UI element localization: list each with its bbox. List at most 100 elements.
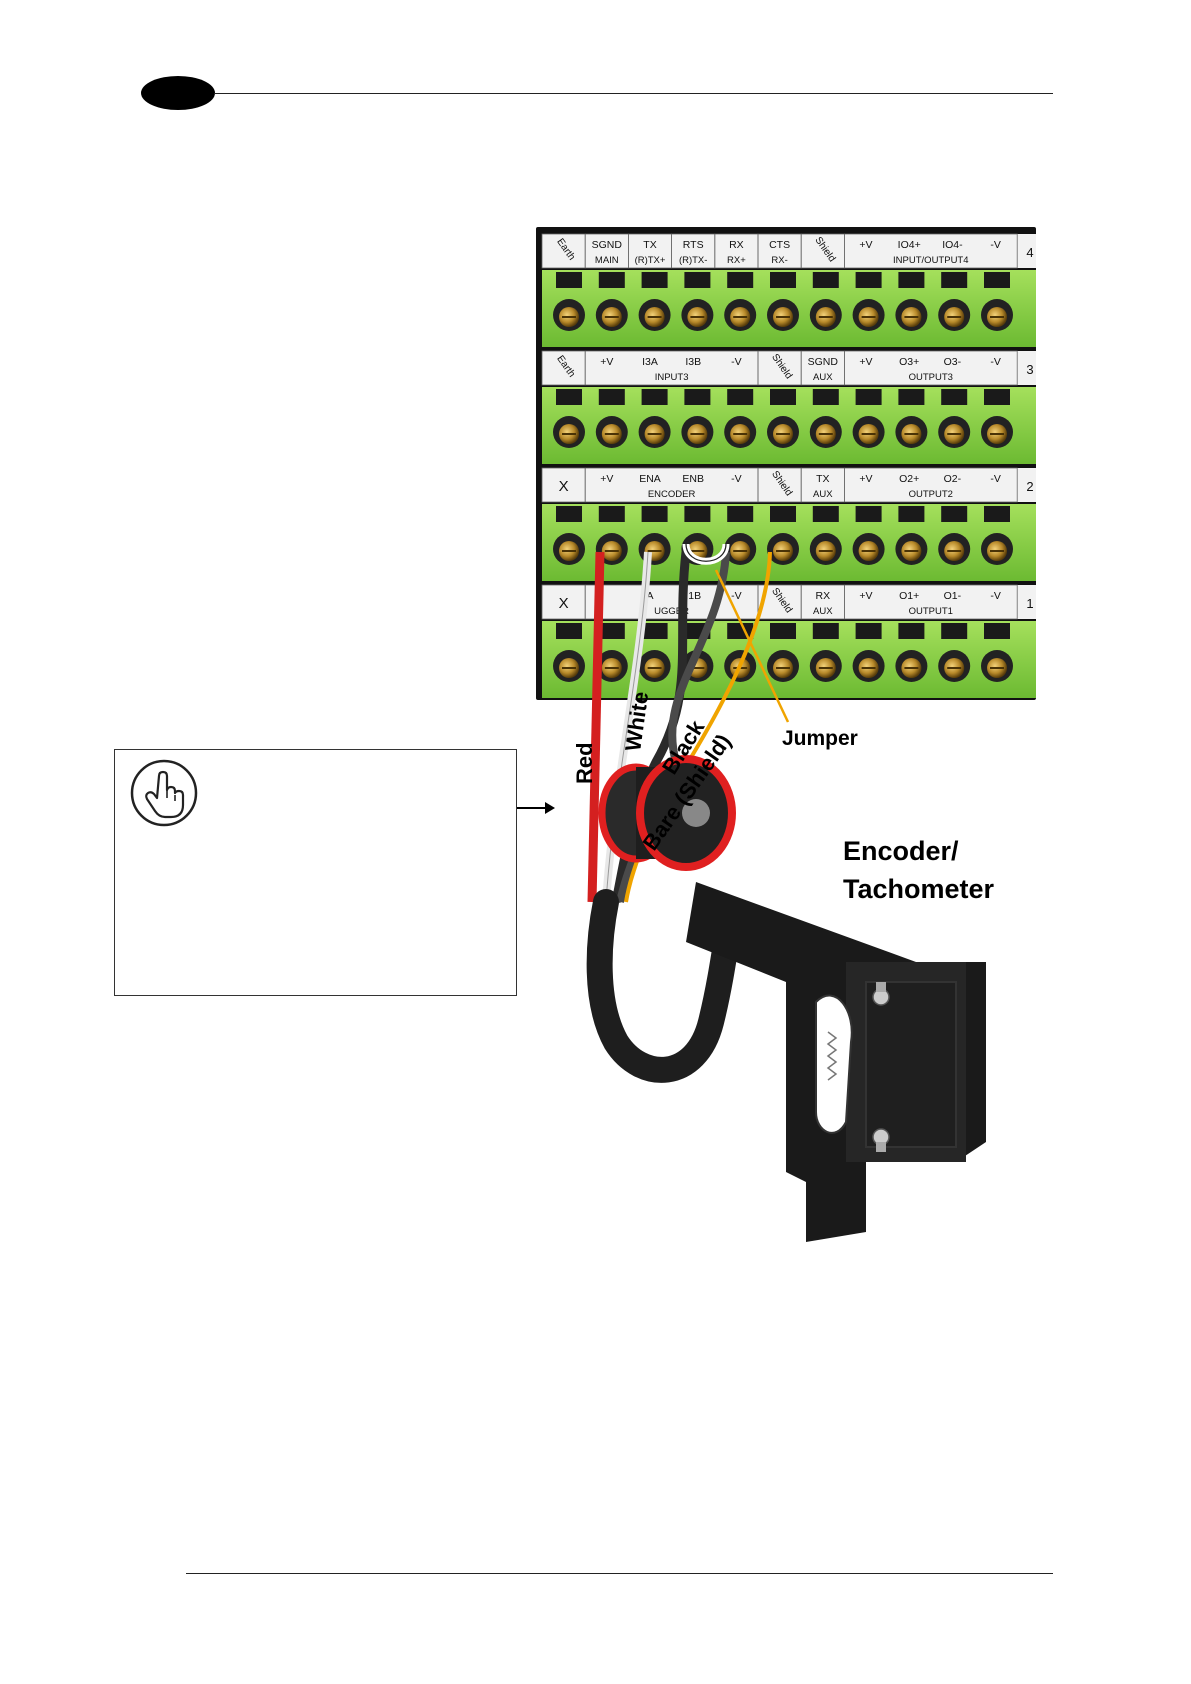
wire-entry xyxy=(641,389,668,405)
wire-entry xyxy=(855,272,882,288)
terminal-label: I3B xyxy=(685,356,701,368)
terminal-label: +V xyxy=(600,473,613,485)
label-red: Red xyxy=(572,742,597,784)
label-encoder-line2: Tachometer xyxy=(843,874,995,904)
terminal-label: ENB xyxy=(682,473,704,485)
terminal-label: O1+ xyxy=(899,590,919,602)
terminal-label: RX xyxy=(729,239,744,251)
encoder-wheel xyxy=(598,755,736,871)
terminal-label: I1B xyxy=(685,590,701,602)
wire-entry xyxy=(727,389,754,405)
terminal-label: +V xyxy=(859,239,872,251)
terminal-label: A xyxy=(646,590,653,602)
wire-entry xyxy=(898,389,925,405)
terminal-label: TX xyxy=(816,473,829,485)
label-jumper: Jumper xyxy=(782,727,858,750)
wire-entry xyxy=(556,272,582,288)
cable-sheath xyxy=(586,889,744,1083)
wire-entry xyxy=(770,506,796,522)
terminal-label: AUX xyxy=(813,606,833,617)
wire-entry xyxy=(598,506,625,522)
footer-rule xyxy=(186,1573,1053,1574)
wire-entry xyxy=(770,272,796,288)
label-encoder-line1: Encoder/ xyxy=(843,836,959,866)
wire-entry xyxy=(984,389,1010,405)
terminal-group-label: INPUT3 xyxy=(655,372,689,383)
terminal-label: X xyxy=(559,595,569,612)
wire-entry xyxy=(984,272,1010,288)
terminal-label: IO4+ xyxy=(898,239,921,251)
terminal-row-number: 3 xyxy=(1026,362,1033,377)
terminal-label: RX xyxy=(816,590,831,602)
terminal-label: AUX xyxy=(813,489,833,500)
terminal-label: O1- xyxy=(944,590,962,602)
terminal-row-number: 2 xyxy=(1026,479,1033,494)
terminal-group-label: OUTPUT1 xyxy=(909,606,953,617)
terminal-row-number: 4 xyxy=(1026,245,1033,260)
terminal-label: (R)TX+ xyxy=(635,255,666,266)
wire-entry xyxy=(898,506,925,522)
wire-entry xyxy=(727,506,754,522)
chapter-marker xyxy=(141,76,215,110)
wire-entry xyxy=(941,389,968,405)
terminal-label: +V xyxy=(859,356,872,368)
terminal-group-label: INPUT/OUTPUT4 xyxy=(893,255,968,266)
terminal-label: RTS xyxy=(683,239,704,251)
wire-entry xyxy=(855,623,882,639)
terminal-label: +V xyxy=(859,473,872,485)
terminal-label: SGND xyxy=(592,239,623,251)
wire-entry xyxy=(684,272,711,288)
red-wire xyxy=(587,551,605,903)
terminal-label: X xyxy=(559,478,569,495)
terminal-group-label: OUTPUT2 xyxy=(909,489,953,500)
wire-entry xyxy=(556,389,582,405)
wire-entry xyxy=(898,623,925,639)
terminal-label: +V xyxy=(600,356,613,368)
terminal-label: RX+ xyxy=(727,255,746,266)
pointing-hand-icon xyxy=(130,759,198,827)
terminal-label: (R)TX- xyxy=(679,255,708,266)
wire-entry xyxy=(812,506,839,522)
arrow-right-icon xyxy=(517,802,555,814)
terminal-label: IO4- xyxy=(942,239,963,251)
wire-entry xyxy=(898,272,925,288)
wire-entry xyxy=(812,389,839,405)
wire-entry xyxy=(684,389,711,405)
terminal-label: CTS xyxy=(769,239,790,251)
wire-entry xyxy=(641,623,668,639)
terminal-label: MAIN xyxy=(595,255,619,266)
terminal-group-label: ENCODER xyxy=(648,489,696,500)
encoder-device xyxy=(686,882,986,1242)
terminal-label: -V xyxy=(731,473,742,485)
jumper-pointer xyxy=(714,569,790,723)
wire-entry xyxy=(598,623,625,639)
wire-entry xyxy=(770,623,796,639)
terminal-label: RX- xyxy=(771,255,787,266)
wire-entry xyxy=(598,389,625,405)
note-box xyxy=(114,749,517,996)
wire-entry xyxy=(727,623,754,639)
terminal-label: -V xyxy=(990,239,1001,251)
terminal-label: TX xyxy=(643,239,656,251)
terminal-label: O3+ xyxy=(899,356,919,368)
terminal-label: O3- xyxy=(944,356,962,368)
wire-entry xyxy=(598,272,625,288)
terminal-label: O2+ xyxy=(899,473,919,485)
wire-entry xyxy=(941,506,968,522)
wire-entry xyxy=(641,272,668,288)
terminal-row-number: 1 xyxy=(1026,596,1033,611)
terminal-label: -V xyxy=(731,590,742,602)
terminal-group-label: UGGER xyxy=(654,606,689,617)
wire-entry xyxy=(556,506,582,522)
wire-entry xyxy=(727,272,754,288)
wire-entry xyxy=(812,623,839,639)
terminal-label: SGND xyxy=(808,356,839,368)
terminal-label: -V xyxy=(990,473,1001,485)
terminal-label: I3A xyxy=(642,356,658,368)
wire-entry xyxy=(984,623,1010,639)
wire-entry xyxy=(770,389,796,405)
